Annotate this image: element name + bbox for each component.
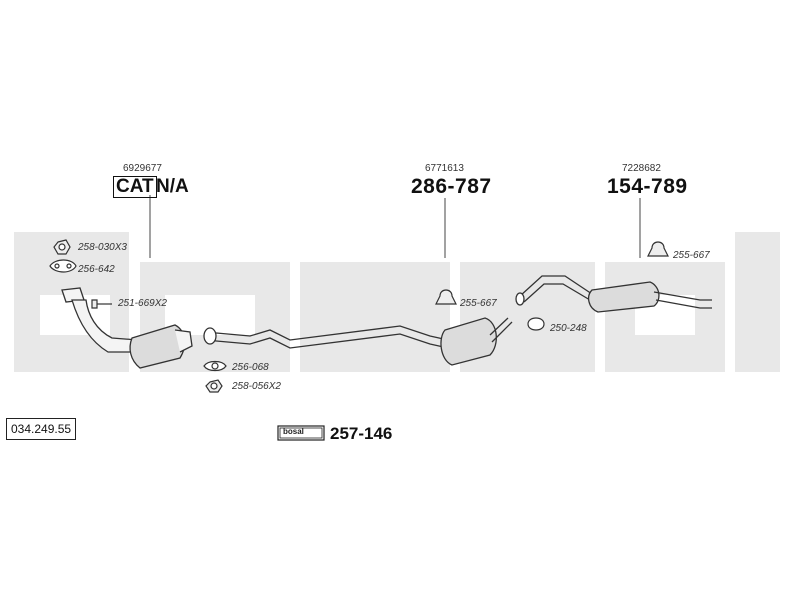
rear-part-number: 154-789 — [607, 175, 688, 198]
cat-suffix: N/A — [156, 176, 189, 197]
mount-middle-icon — [435, 289, 457, 305]
kit-part-number: 257-146 — [330, 424, 393, 443]
bolt-front-icon — [91, 299, 112, 309]
bolt-front-label: 251-669X2 — [118, 298, 167, 309]
gasket-front-icon — [49, 259, 77, 273]
nut-front-label: 258-030X3 — [78, 242, 127, 253]
cat-label: CAT — [113, 176, 157, 198]
middle-oe-number: 6771613 — [425, 163, 464, 174]
nut-cat-icon — [205, 379, 223, 393]
rear-pipe-silencer — [515, 275, 712, 313]
mount-rear-icon — [647, 241, 669, 257]
clamp-icon — [527, 317, 545, 331]
nut-front-icon — [53, 239, 71, 255]
mount-rear-label: 255-667 — [673, 250, 710, 261]
nut-cat-label: 258-056X2 — [232, 381, 281, 392]
reference-number: 034.249.55 — [6, 418, 77, 440]
rear-oe-number: 7228682 — [622, 163, 661, 174]
mount-middle-label: 255-667 — [460, 298, 497, 309]
gasket-front-label: 256-642 — [78, 264, 115, 275]
gasket-cat-label: 256-068 — [232, 362, 269, 373]
clamp-label: 250-248 — [550, 323, 587, 334]
front-pipe-catalyst — [61, 287, 193, 369]
middle-part-number: 286-787 — [411, 175, 492, 198]
kit-logo-text: bosal — [283, 427, 304, 436]
cat-oe-number: 6929677 — [123, 163, 162, 174]
kit-logo-icon — [277, 425, 325, 441]
middle-pipe-muffler — [203, 317, 513, 366]
gasket-cat-icon — [203, 360, 227, 372]
